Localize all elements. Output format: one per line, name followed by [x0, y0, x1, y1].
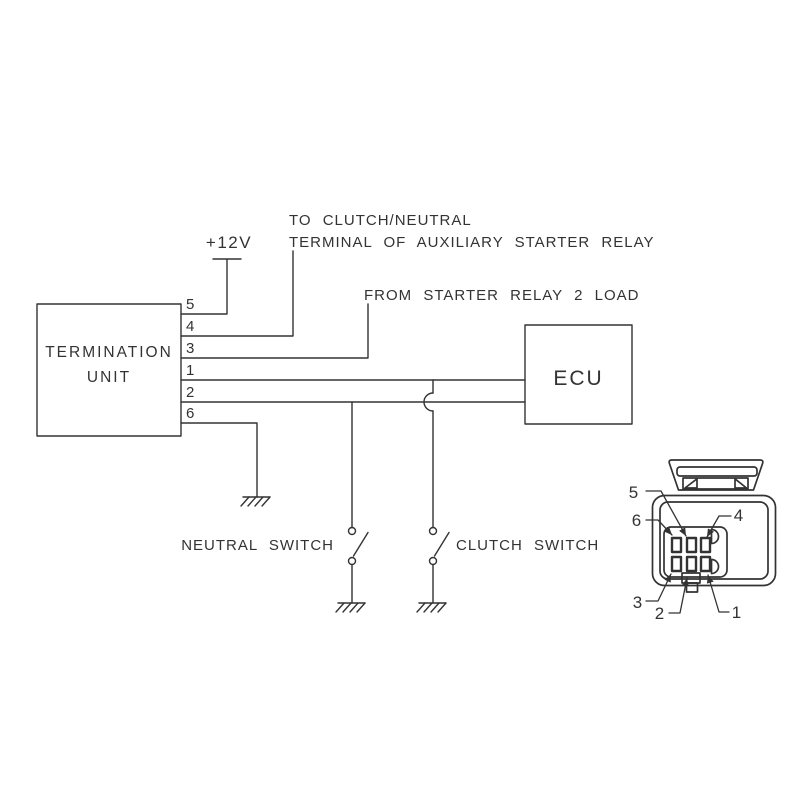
clutch-switch-label: CLUTCH SWITCH: [456, 537, 600, 554]
wire-hop: [423, 392, 434, 412]
connector-pin-housing: [663, 526, 728, 578]
power-12v-label: +12V: [205, 233, 253, 252]
connector-pin-label-2: 2: [654, 604, 666, 623]
connector-pin-label-5: 5: [628, 483, 640, 502]
connector-latch-bar: [682, 477, 749, 490]
leader-pin4: [706, 515, 732, 538]
ground-symbol-clutch: [416, 602, 447, 613]
neutral-switch-symbol: [335, 401, 369, 613]
ground-symbol-pin6: [240, 496, 271, 507]
ecu-label: ECU: [525, 325, 632, 424]
neutral-switch-label: NEUTRAL SWITCH: [181, 537, 334, 554]
leader-pin5: [645, 490, 687, 537]
connector-body-outer: [651, 494, 777, 587]
leader-pin1: [706, 574, 730, 613]
connector-diagram: [645, 459, 777, 614]
latch-bar-left-gusset: [684, 477, 698, 489]
termination-unit-label-line1: TERMINATION: [45, 343, 173, 361]
pin-slot-6: [670, 536, 683, 554]
pin-slot-1: [699, 555, 712, 573]
pin-slot-3: [670, 555, 683, 573]
tu-pin-label-4: 4: [186, 318, 196, 335]
pin6-wire-ground: [180, 422, 271, 507]
termination-unit-label: TERMINATION UNIT: [37, 304, 181, 436]
leader-pin3: [645, 573, 672, 602]
ground-symbol-neutral: [335, 602, 366, 613]
ecu-box: [524, 324, 633, 425]
tu-pin-label-3: 3: [186, 340, 196, 357]
keying-post-bottom: [710, 558, 720, 575]
connector-bottom-tab: [681, 572, 701, 584]
connector-latch-tab: [668, 459, 764, 491]
ecu-label-text: ECU: [553, 366, 604, 390]
connector-pin-label-4: 4: [733, 506, 745, 525]
pin3-wire: [180, 303, 369, 359]
pin4-annotation-line1: TO CLUTCH/NEUTRAL: [289, 212, 472, 229]
connector-pin-label-6: 6: [631, 511, 643, 530]
tu-pin-label-1: 1: [186, 362, 196, 379]
clutch-switch-symbol: [416, 379, 450, 613]
termination-unit-label-line2: UNIT: [86, 368, 132, 386]
pin4-annotation-line2: TERMINAL OF AUXILIARY STARTER RELAY: [289, 234, 655, 251]
termination-unit-box: [36, 303, 182, 437]
pin-slot-2: [685, 555, 698, 573]
tu-pin-label-6: 6: [186, 405, 196, 422]
connector-leader-lines: [645, 490, 732, 614]
pin5-wire-12v-rail: [180, 258, 242, 315]
latch-bar-right-gusset: [734, 477, 748, 489]
connector-pin-label-3: 3: [632, 593, 644, 612]
connector-latch-slot: [676, 466, 758, 477]
connector-pin-label-1: 1: [731, 603, 743, 622]
leader-pin6: [645, 519, 673, 536]
pin-slot-4: [699, 536, 712, 554]
pin3-annotation: FROM STARTER RELAY 2 LOAD: [364, 287, 640, 304]
pin-slot-5: [685, 536, 698, 554]
connector-body-inner: [659, 501, 769, 580]
pin4-wire: [180, 250, 294, 337]
leader-pin2: [668, 577, 689, 614]
tu-pin-label-2: 2: [186, 384, 196, 401]
tu-pin-label-5: 5: [186, 296, 196, 313]
connector-bottom-tab-tip: [685, 582, 699, 593]
connector-pin-slots: [670, 536, 712, 573]
keying-post-top: [710, 528, 720, 545]
